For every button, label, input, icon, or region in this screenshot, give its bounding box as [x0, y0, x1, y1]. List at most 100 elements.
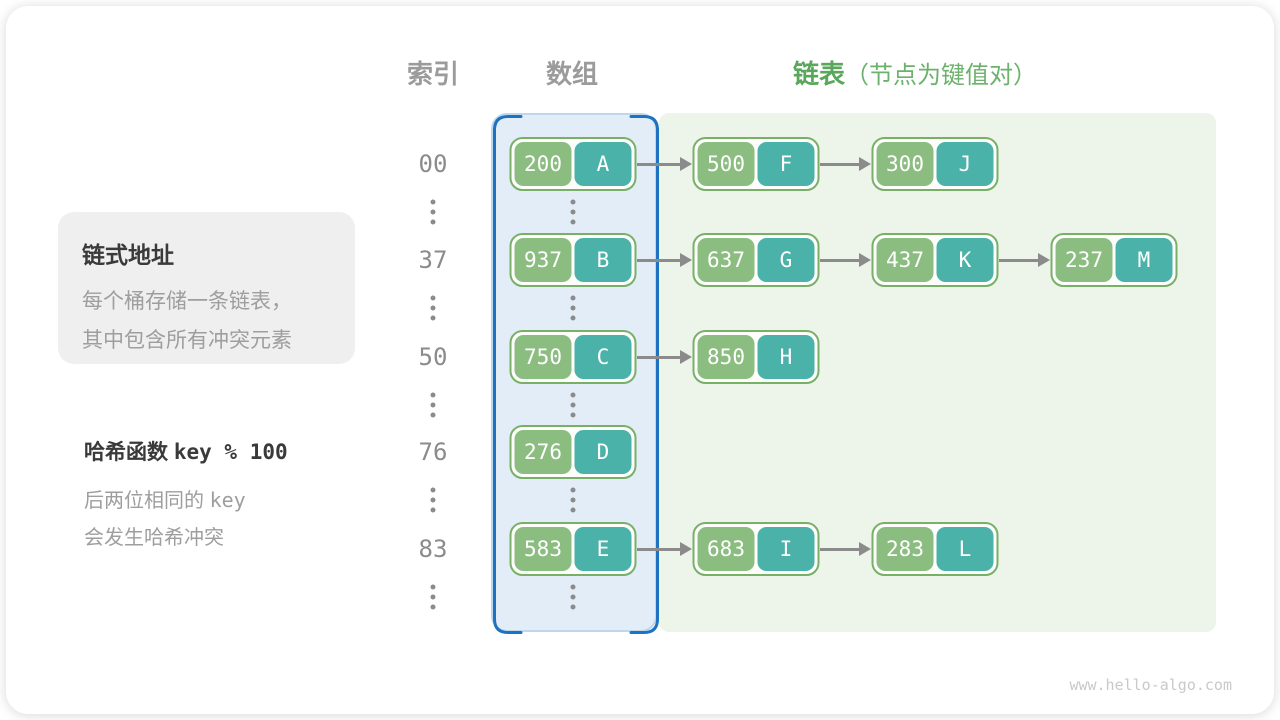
index-label: 50: [418, 343, 448, 371]
dot: [430, 209, 436, 215]
key-cell: 283: [876, 527, 934, 571]
ellipsis-dots: [430, 295, 436, 321]
dot: [430, 402, 436, 408]
ellipsis-dots: [570, 199, 576, 225]
ellipsis-dots: [430, 584, 436, 610]
key-cell: 276: [514, 430, 572, 474]
index-label: 76: [418, 438, 448, 466]
dot: [570, 487, 576, 493]
arrow-icon: [819, 258, 860, 262]
key-cell: 237: [1055, 238, 1113, 282]
value-cell: D: [574, 430, 632, 474]
dot: [570, 604, 576, 610]
value-cell: B: [574, 238, 632, 282]
ellipsis-dots: [570, 584, 576, 610]
arrow-icon: [636, 547, 681, 551]
column-header-index: 索引: [406, 59, 460, 89]
arrow-icon: [636, 162, 681, 166]
value-cell: L: [936, 527, 994, 571]
value-cell: K: [936, 238, 994, 282]
ellipsis-dots: [570, 487, 576, 513]
arrow-icon: [819, 547, 860, 551]
info-box-title: 链式地址: [82, 242, 174, 268]
ellipsis-dots: [570, 295, 576, 321]
column-header-list: 链表（节点为键值对）: [793, 54, 1037, 91]
key-cell: 437: [876, 238, 934, 282]
dot: [430, 305, 436, 311]
arrow-icon: [636, 258, 681, 262]
dot: [430, 584, 436, 590]
value-cell: H: [757, 335, 815, 379]
array-bracket-border: [493, 115, 659, 634]
value-cell: E: [574, 527, 632, 571]
dot: [570, 507, 576, 513]
key-cell: 200: [514, 142, 572, 186]
info-box-line: 每个桶存储一条链表，: [82, 290, 292, 313]
list-header-title: 链表: [793, 59, 846, 89]
value-cell: M: [1115, 238, 1173, 282]
index-label: 37: [418, 246, 448, 274]
dot: [430, 219, 436, 225]
value-cell: J: [936, 142, 994, 186]
dot: [570, 497, 576, 503]
dot: [570, 305, 576, 311]
dot: [430, 487, 436, 493]
hash-function-note: 哈希函数 key % 100 后两位相同的 key 会发生哈希冲突: [84, 436, 288, 557]
column-header-array: 数组: [545, 59, 599, 89]
dot: [570, 209, 576, 215]
dot: [570, 402, 576, 408]
hash-title-text: 哈希函数: [84, 441, 174, 464]
dot: [570, 594, 576, 600]
key-cell: 637: [697, 238, 755, 282]
hash-note-line: 后两位相同的 key: [84, 482, 288, 520]
hash-function-title: 哈希函数 key % 100: [84, 436, 288, 466]
dot: [570, 392, 576, 398]
value-cell: I: [757, 527, 815, 571]
ellipsis-dots: [430, 199, 436, 225]
ellipsis-dots: [430, 392, 436, 418]
dot: [570, 219, 576, 225]
watermark: www.hello-algo.com: [1069, 676, 1232, 694]
arrow-icon: [998, 258, 1039, 262]
key-cell: 500: [697, 142, 755, 186]
list-header-note: （节点为键值对）: [845, 62, 1038, 89]
value-cell: F: [757, 142, 815, 186]
key-cell: 300: [876, 142, 934, 186]
dot: [570, 199, 576, 205]
dot: [430, 604, 436, 610]
value-cell: C: [574, 335, 632, 379]
dot: [430, 412, 436, 418]
hash-line-code: key: [209, 488, 246, 512]
hash-title-code: key % 100: [173, 440, 288, 464]
dot: [430, 507, 436, 513]
info-box: 链式地址 每个桶存储一条链表， 其中包含所有冲突元素: [58, 212, 355, 364]
dot: [430, 392, 436, 398]
value-cell: A: [574, 142, 632, 186]
dot: [430, 497, 436, 503]
dot: [570, 315, 576, 321]
info-box-line: 其中包含所有冲突元素: [82, 329, 292, 352]
dot: [570, 295, 576, 301]
index-label: 83: [418, 535, 448, 563]
key-cell: 937: [514, 238, 572, 282]
ellipsis-dots: [570, 392, 576, 418]
dot: [430, 594, 436, 600]
dot: [570, 412, 576, 418]
hash-line-text: 后两位相同的: [84, 490, 210, 512]
hash-note-line: 会发生哈希冲突: [84, 527, 224, 549]
dot: [570, 584, 576, 590]
arrow-icon: [819, 162, 860, 166]
